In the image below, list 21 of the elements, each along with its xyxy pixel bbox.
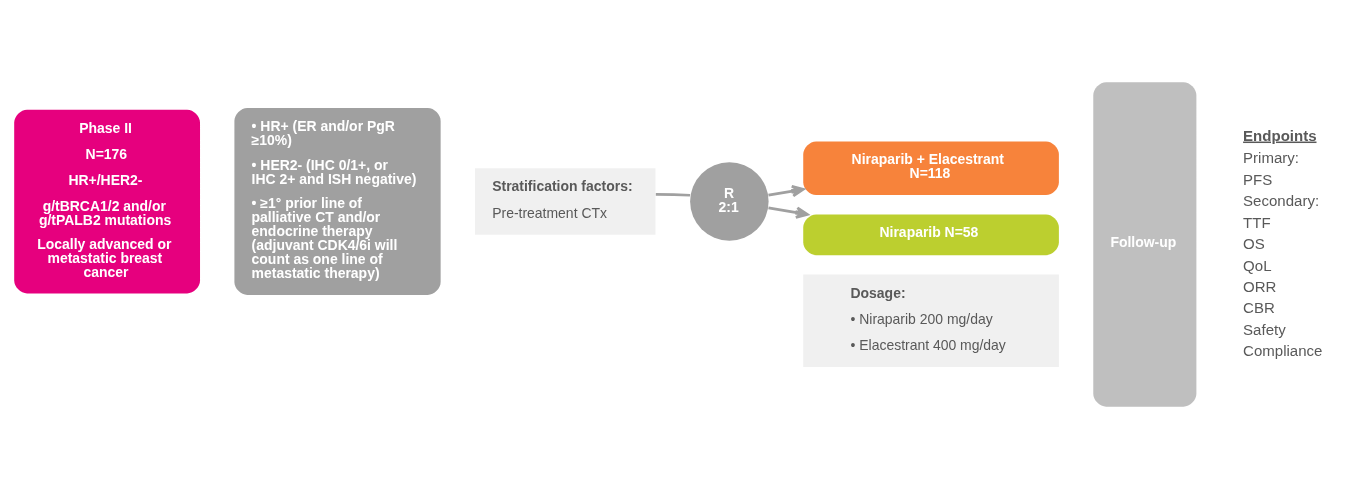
- node-box: Stratification factors: Pre-treatment CTx: [475, 168, 656, 235]
- node-box: Niraparib + Elacestrant N=118: [803, 141, 1059, 196]
- arrow: [768, 185, 805, 198]
- node-circle: R 2:1: [690, 162, 769, 241]
- label: QoL: [1243, 256, 1272, 274]
- label: CBR: [1243, 299, 1275, 317]
- node-box: Follow-up: [1093, 82, 1197, 407]
- label: Primary:: [1243, 149, 1300, 167]
- connector: [655, 192, 691, 197]
- label: PFS: [1243, 170, 1273, 188]
- node-box: Niraparib N=58: [803, 214, 1059, 256]
- label: ORR: [1243, 277, 1277, 295]
- label: Endpoints: [1243, 126, 1317, 144]
- node-box: Phase II N=176 HR+/HER2- g/tBRCA1/2 and/or g/tPALB2 mutations Locally advanced or metastatic breast cancer: [14, 109, 201, 294]
- label: TTF: [1243, 213, 1271, 231]
- label: Safety: [1243, 320, 1286, 338]
- arrow: [768, 206, 809, 219]
- node-box: • HR+ (ER and/or PgR ≥10%) • HER2- (IHC 0/1+, or IHC 2+ and ISH negative) • ≥1° prior line of palliative CT and/or endocrine therapy (adjuvant CDK4/6i will count as one line of metastatic therapy): [234, 108, 441, 295]
- label: Secondary:: [1243, 192, 1320, 210]
- label: OS: [1243, 235, 1265, 253]
- label: Compliance: [1243, 342, 1323, 360]
